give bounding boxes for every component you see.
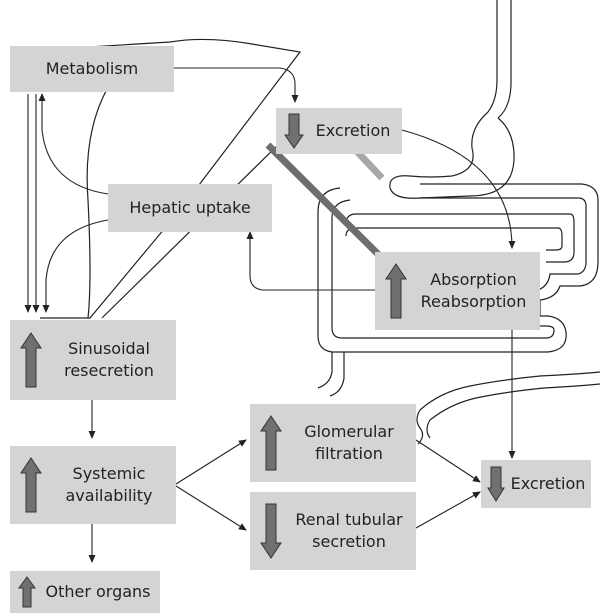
rectum-outline2 bbox=[429, 383, 601, 421]
up-arrow-icon bbox=[20, 332, 42, 388]
intestine-fold bbox=[345, 213, 575, 263]
metabolism-box: Metabolism bbox=[10, 46, 174, 92]
down-arrow-icon bbox=[487, 466, 505, 502]
excretion-renal-label: Excretion bbox=[510, 474, 586, 494]
systemic-box: Systemic availability bbox=[10, 446, 176, 524]
intestine-descending2 bbox=[329, 352, 345, 397]
hepatic-uptake-label: Hepatic uptake bbox=[129, 198, 251, 218]
glomerular-label: Glomerular filtration bbox=[304, 422, 394, 463]
arrow-glomerular-to-excretion bbox=[415, 439, 481, 483]
arrow-hepatic-to-sinusoidal bbox=[42, 219, 109, 313]
rectum-tail bbox=[416, 409, 431, 445]
sinusoidal-label: Sinusoidal resecretion bbox=[64, 339, 154, 380]
metabolism-label: Metabolism bbox=[45, 59, 139, 79]
up-arrow-icon bbox=[18, 576, 36, 608]
rectum-outline bbox=[419, 371, 601, 411]
other-organs-box: Other organs bbox=[10, 571, 160, 613]
intestine-fold2 bbox=[345, 227, 563, 251]
arrow-absorption-to-hepatic bbox=[246, 231, 375, 291]
down-arrow-icon bbox=[260, 503, 282, 559]
down-arrow-icon bbox=[284, 113, 304, 149]
arrow-systemic-to-glomerular bbox=[175, 439, 247, 485]
esophagus-right bbox=[497, 0, 512, 119]
stomach-outline bbox=[389, 111, 515, 199]
intestine-outer bbox=[317, 183, 599, 353]
other-organs-label: Other organs bbox=[45, 582, 151, 602]
systemic-label: Systemic availability bbox=[65, 464, 153, 505]
glomerular-box: Glomerular filtration bbox=[250, 404, 416, 482]
liver-outline bbox=[39, 38, 302, 319]
bile-duct-dark bbox=[265, 142, 385, 261]
esophagus-left bbox=[487, 0, 498, 113]
arrow-systemic-to-renal bbox=[175, 485, 247, 531]
arrow-excretion-to-intestine bbox=[401, 129, 516, 249]
sinusoidal-box: Sinusoidal resecretion bbox=[10, 320, 176, 400]
excretion-bile-box: Excretion bbox=[276, 108, 402, 154]
absorption-box: Absorption Reabsorption bbox=[375, 252, 540, 330]
liver-lobe-line bbox=[86, 71, 119, 319]
hepatic-uptake-box: Hepatic uptake bbox=[108, 184, 272, 232]
arrow-hepatic-to-metabolism bbox=[38, 93, 109, 195]
up-arrow-icon bbox=[20, 457, 42, 513]
renal-tubular-box: Renal tubular secretion bbox=[250, 492, 416, 570]
up-arrow-icon bbox=[260, 415, 282, 471]
excretion-bile-label: Excretion bbox=[315, 121, 391, 141]
renal-tubular-label: Renal tubular secretion bbox=[295, 510, 403, 551]
arrow-metabolism-to-excretion bbox=[174, 67, 299, 103]
excretion-renal-box: Excretion bbox=[481, 460, 591, 508]
absorption-label: Absorption Reabsorption bbox=[420, 270, 527, 311]
arrow-renal-to-excretion bbox=[415, 491, 481, 529]
intestine-inner bbox=[331, 197, 587, 339]
up-arrow-icon bbox=[385, 263, 407, 319]
intestine-descending bbox=[317, 352, 333, 389]
